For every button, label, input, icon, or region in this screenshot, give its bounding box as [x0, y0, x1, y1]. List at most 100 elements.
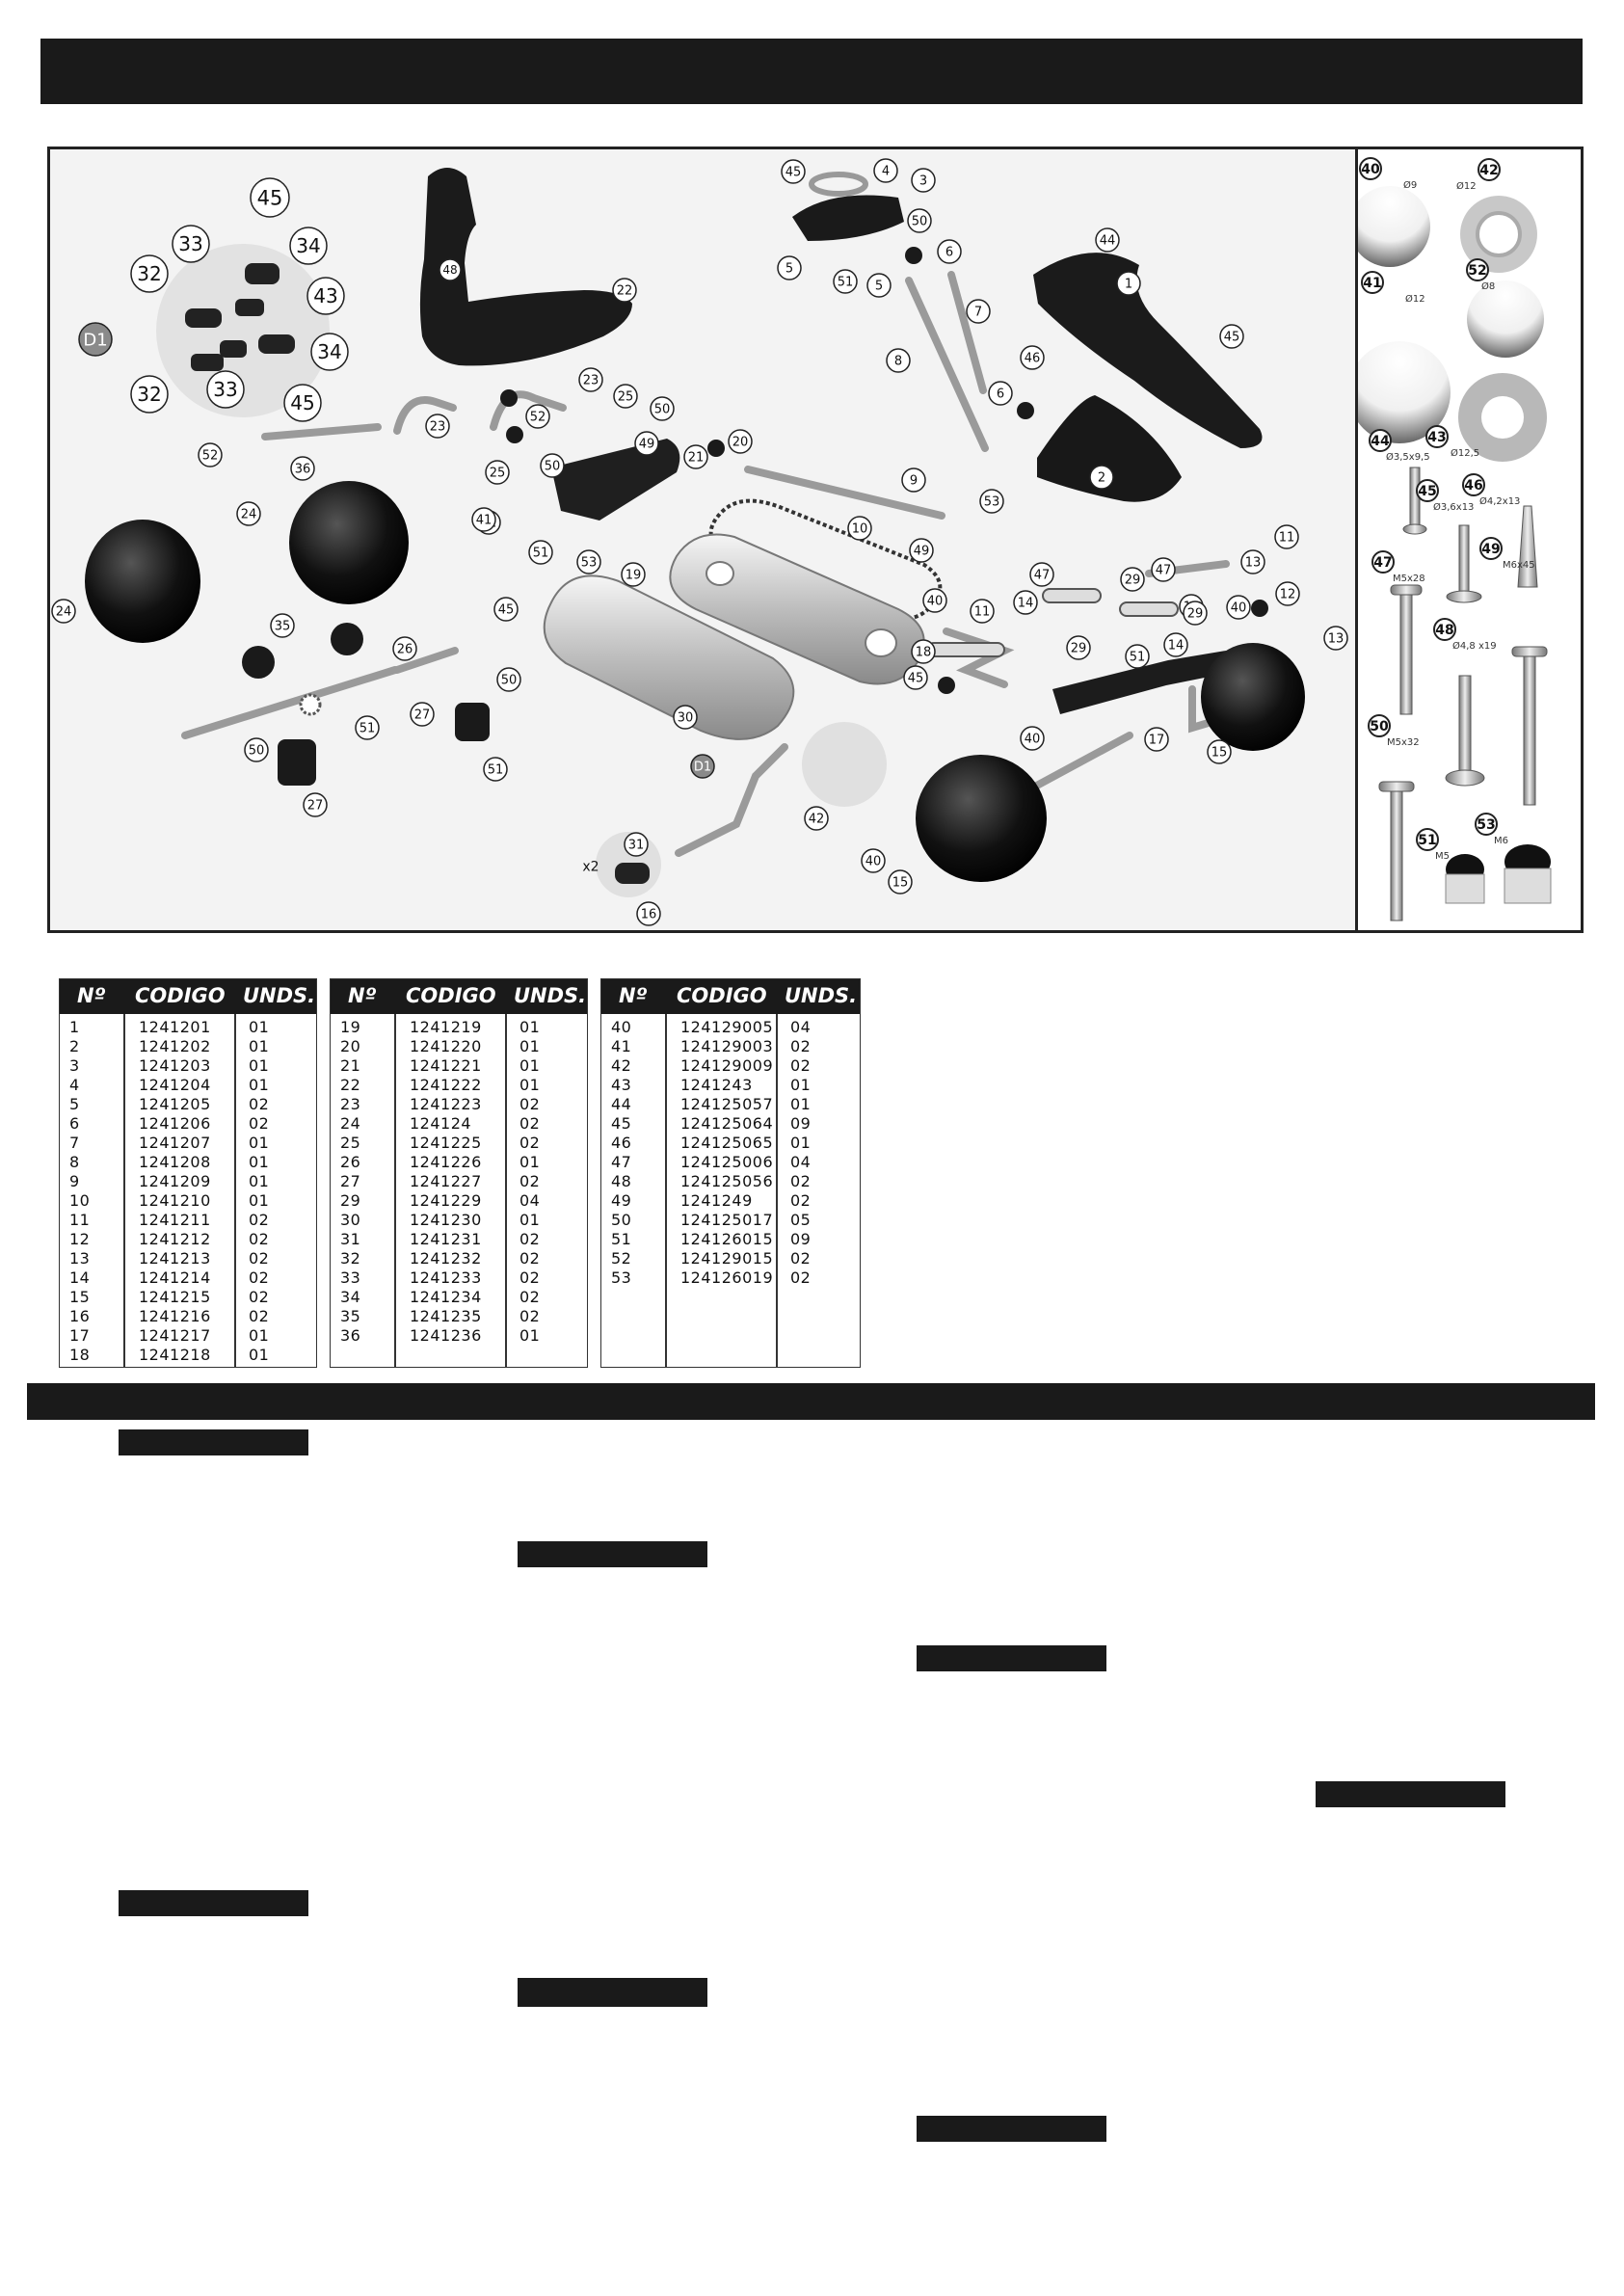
callout-text: 33 [178, 232, 202, 255]
callout-D1: D1 [690, 754, 715, 779]
hardware-spec: M6x45 [1503, 560, 1535, 571]
part-units: 01 [249, 1326, 270, 1345]
hardware-canvas: 40Ø942Ø1241Ø1252Ø843Ø12,544Ø3,5x9,545Ø3,… [1348, 157, 1552, 921]
gear-part [299, 693, 322, 716]
callout-text: 11 [974, 605, 991, 620]
motor-plate-part [551, 439, 680, 521]
callout-text: 15 [1211, 746, 1228, 761]
callout-47: 47 [1151, 557, 1176, 582]
callout-51: 51 [483, 757, 508, 782]
callout-45: 45 [493, 597, 519, 622]
part-code: 1241216 [139, 1307, 211, 1325]
part-units: 01 [519, 1056, 541, 1075]
callout-40: 40 [1226, 595, 1251, 620]
part-units: 04 [790, 1153, 812, 1171]
callout-17: 17 [1144, 727, 1169, 752]
callout-text: 6 [945, 246, 953, 260]
part-units: 01 [249, 1018, 270, 1036]
part-number: 21 [340, 1056, 361, 1075]
callout-text: 42 [809, 813, 825, 827]
callout-51: 51 [1125, 644, 1150, 669]
part-code: 1241243 [680, 1076, 753, 1094]
callout-49: 49 [634, 431, 659, 456]
part-code: 124129005 [680, 1018, 774, 1036]
seat-part [419, 168, 632, 366]
callout-text: 36 [295, 463, 311, 477]
part-number: 19 [340, 1018, 361, 1036]
callout-50: 50 [244, 737, 269, 762]
callout-text: 29 [1187, 607, 1204, 622]
part-code: 1241230 [410, 1211, 482, 1229]
part-number: 6 [69, 1114, 80, 1133]
part-number: 43 [611, 1076, 632, 1094]
callout-text: 32 [137, 262, 161, 285]
part-code: 124129015 [680, 1249, 774, 1268]
callout-19: 19 [621, 562, 646, 587]
callout-4: 4 [873, 158, 898, 183]
callout-24: 24 [51, 599, 76, 624]
part-code: 1241220 [410, 1037, 482, 1055]
nuts-group [1445, 844, 1552, 904]
part-number: 3 [69, 1056, 80, 1075]
callout-text: 48 [442, 263, 457, 277]
header-num: Nº [77, 984, 106, 1007]
part-number: 2 [69, 1037, 80, 1055]
callout-text: 20 [732, 436, 749, 450]
hardware-spec: M5x32 [1387, 737, 1420, 748]
callout-44: 44 [1095, 227, 1120, 253]
hardware-number: 42 [1479, 163, 1498, 178]
part-units: 02 [519, 1307, 541, 1325]
callout-51: 51 [833, 269, 858, 294]
callout-35: 35 [270, 613, 295, 638]
part-number: 13 [69, 1249, 91, 1268]
callout-text: 43 [313, 284, 337, 307]
callout-text: 15 [892, 876, 909, 891]
callout-text: 18 [916, 646, 932, 660]
part-number: 50 [611, 1211, 632, 1229]
part-units: 01 [519, 1037, 541, 1055]
part-number: 8 [69, 1153, 80, 1171]
callout-text: 25 [490, 467, 506, 481]
callout-text: 40 [1025, 733, 1041, 747]
part-code: 1241209 [139, 1172, 211, 1190]
part-units: 05 [790, 1211, 812, 1229]
callout-20: 20 [728, 429, 753, 454]
callout-text: 12 [1280, 588, 1296, 602]
callout-text: 10 [852, 522, 868, 537]
hardware-spec: M6 [1494, 836, 1508, 846]
callout-15: 15 [888, 869, 913, 894]
part-units: 01 [249, 1134, 270, 1152]
callout-text: 16 [641, 908, 657, 922]
part-code: 1241218 [139, 1346, 211, 1364]
callout-34: 34 [289, 227, 328, 265]
callout-text: 44 [1100, 234, 1116, 249]
rods-group [181, 271, 1235, 857]
part-number: 52 [611, 1249, 632, 1268]
part-code: 124125006 [680, 1153, 774, 1171]
callout-10: 10 [847, 516, 872, 541]
callout-text: 29 [1125, 574, 1141, 588]
hardware-number: 46 [1464, 478, 1482, 494]
callout-text: 40 [865, 855, 882, 869]
hardware-number: 41 [1363, 276, 1381, 291]
part-code: 1241219 [410, 1018, 482, 1036]
subassembly-d1-small-backdrop [802, 722, 887, 807]
part-units: 02 [249, 1211, 270, 1229]
part-units: 01 [519, 1018, 541, 1036]
callout-text: 51 [488, 763, 504, 778]
callout-text: 13 [1245, 556, 1262, 571]
hardware-number: 52 [1468, 263, 1486, 279]
hardware-number: 49 [1481, 542, 1500, 557]
callout-text: 27 [414, 708, 431, 723]
callout-text: 50 [654, 403, 671, 417]
part-units: 01 [790, 1076, 812, 1094]
part-units: 02 [249, 1268, 270, 1287]
callout-13: 13 [1323, 626, 1348, 651]
callout-5: 5 [777, 255, 802, 280]
part-number: 4 [69, 1076, 80, 1094]
